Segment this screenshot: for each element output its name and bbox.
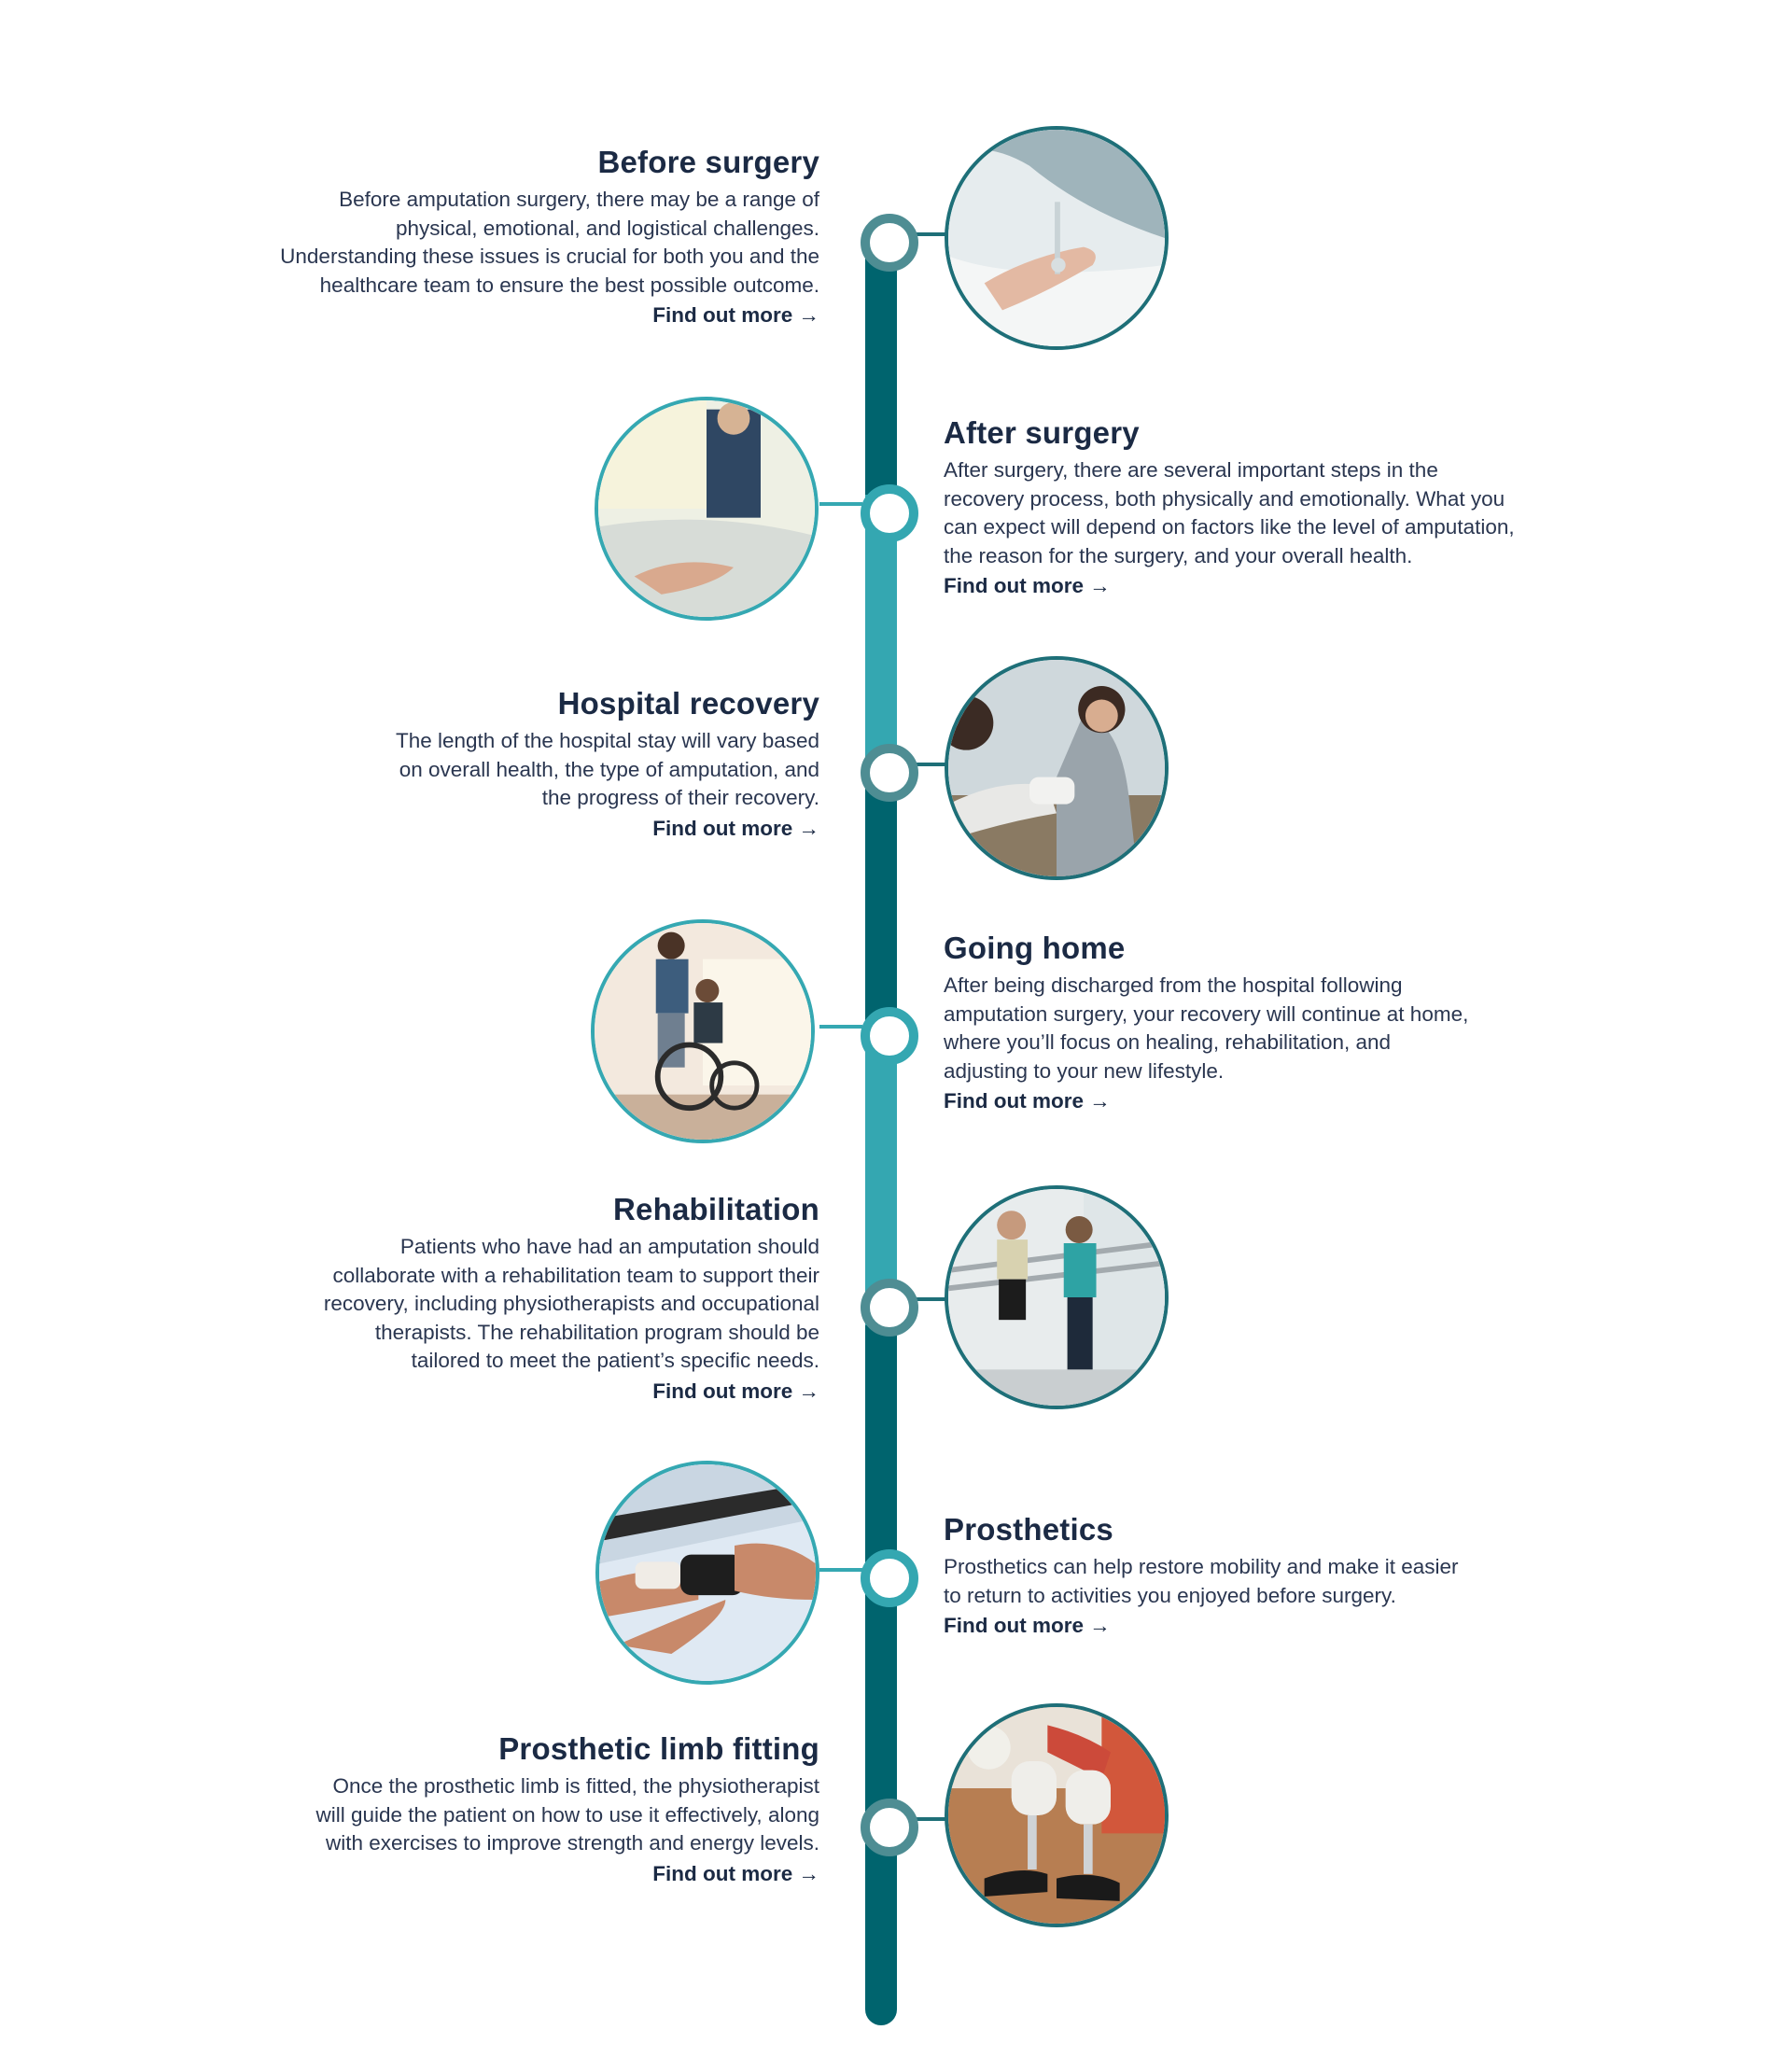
nurse-holding-hand-photo	[595, 397, 819, 621]
link-label: Find out more	[652, 1379, 793, 1403]
step-title: Prosthetic limb fitting	[498, 1731, 819, 1766]
timeline-node	[861, 1549, 918, 1607]
find-out-more-link[interactable]: Find out more →	[652, 1860, 819, 1888]
step-before-surgery: Before surgery Before amputation surgery…	[222, 145, 819, 329]
prosthetic-arm-photo	[595, 1461, 819, 1685]
step-title: Prosthetics	[944, 1512, 1113, 1547]
link-label: Find out more	[944, 574, 1084, 597]
timeline-node	[861, 1007, 918, 1065]
step-description: Prosthetics can help restore mobility an…	[944, 1555, 1459, 1607]
connector-line	[819, 1025, 862, 1029]
step-title: Rehabilitation	[613, 1192, 819, 1226]
connector-line	[901, 232, 947, 236]
connector-line	[819, 1568, 862, 1572]
connector-line	[901, 1817, 947, 1821]
arrow-right-icon: →	[798, 816, 820, 840]
link-label: Find out more	[652, 1861, 793, 1885]
link-label: Find out more	[944, 1614, 1084, 1637]
timeline-spine-light-segment	[865, 1027, 897, 1325]
timeline-spine-light-segment	[865, 495, 897, 784]
step-description: The length of the hospital stay will var…	[396, 729, 819, 809]
find-out-more-link[interactable]: Find out more →	[944, 572, 1111, 600]
step-description: After being discharged from the hospital…	[944, 973, 1469, 1083]
timeline-node	[861, 1279, 918, 1337]
step-description: Once the prosthetic limb is fitted, the …	[315, 1774, 819, 1855]
find-out-more-link[interactable]: Find out more →	[944, 1087, 1111, 1115]
arrow-right-icon: →	[798, 1861, 820, 1885]
timeline-node	[861, 1799, 918, 1856]
link-label: Find out more	[652, 816, 793, 840]
timeline-node	[861, 214, 918, 272]
link-label: Find out more	[652, 303, 793, 327]
arrow-right-icon: →	[1089, 1614, 1111, 1637]
step-description: Patients who have had an amputation shou…	[323, 1235, 819, 1372]
step-hospital-recovery: Hospital recovery The length of the hosp…	[222, 686, 819, 843]
connector-line	[901, 1297, 947, 1301]
connector-line	[819, 502, 862, 506]
arrow-right-icon: →	[798, 1379, 820, 1403]
timeline-spine-dark-top	[865, 233, 897, 1559]
hospital-patient-iv-photo	[945, 126, 1169, 350]
step-description: Before amputation surgery, there may be …	[280, 188, 819, 297]
find-out-more-link[interactable]: Find out more →	[652, 815, 819, 843]
step-title: Going home	[944, 931, 1126, 965]
step-title: After surgery	[944, 415, 1140, 450]
step-title: Before surgery	[597, 145, 819, 179]
connector-line	[901, 763, 947, 766]
link-label: Find out more	[944, 1089, 1084, 1113]
step-description: After surgery, there are several importa…	[944, 458, 1515, 567]
step-prosthetics: Prosthetics Prosthetics can help restore…	[944, 1512, 1541, 1640]
therapist-bandaging-leg-photo	[945, 656, 1169, 880]
timeline-node	[861, 484, 918, 542]
step-title: Hospital recovery	[557, 686, 819, 721]
step-after-surgery: After surgery After surgery, there are s…	[944, 415, 1541, 600]
arrow-right-icon: →	[1089, 1089, 1111, 1113]
prosthetic-legs-photo	[945, 1703, 1169, 1927]
find-out-more-link[interactable]: Find out more →	[652, 1378, 819, 1406]
step-prosthetic-limb-fitting: Prosthetic limb fitting Once the prosthe…	[222, 1731, 819, 1888]
find-out-more-link[interactable]: Find out more →	[944, 1612, 1111, 1640]
find-out-more-link[interactable]: Find out more →	[652, 301, 819, 329]
timeline-node	[861, 744, 918, 802]
step-rehabilitation: Rehabilitation Patients who have had an …	[222, 1192, 819, 1406]
arrow-right-icon: →	[1089, 574, 1111, 597]
parallel-bars-physio-photo	[945, 1185, 1169, 1409]
step-going-home: Going home After being discharged from t…	[944, 931, 1541, 1115]
wheelchair-at-home-photo	[591, 919, 815, 1143]
arrow-right-icon: →	[798, 303, 820, 327]
